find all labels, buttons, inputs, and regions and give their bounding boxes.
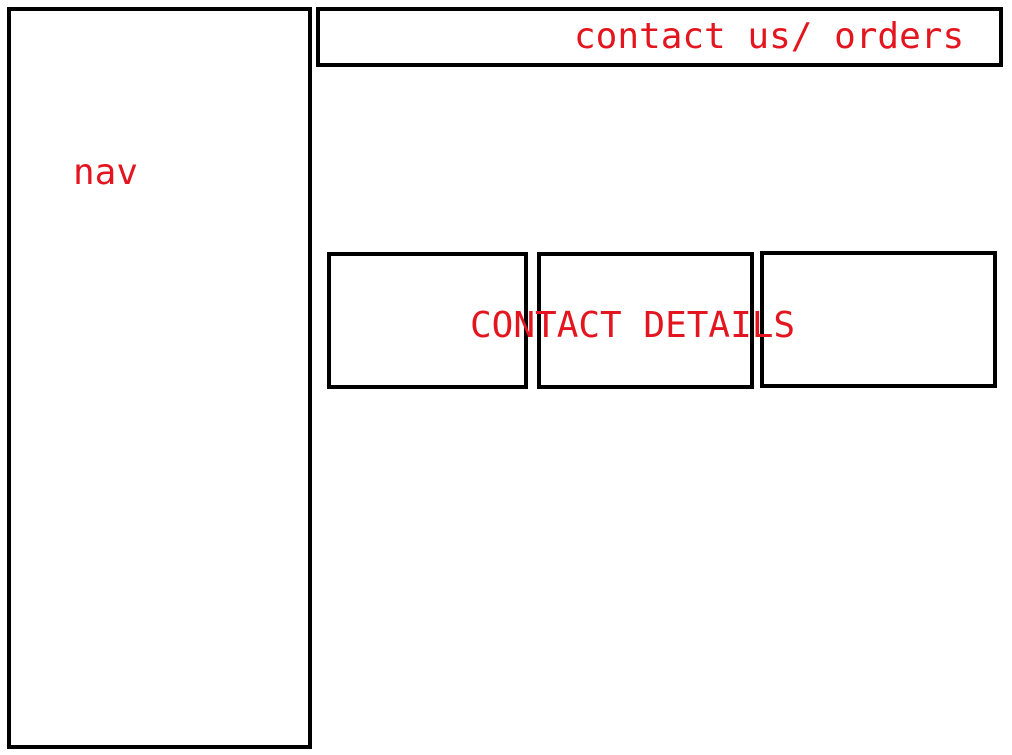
header-bar	[316, 7, 1003, 67]
contact-details-label: CONTACT DETAILS	[470, 305, 796, 346]
nav-sidebar	[7, 7, 312, 749]
header-label: contact us/ orders	[574, 16, 965, 57]
contact-card-1	[327, 252, 528, 389]
nav-label: nav	[73, 152, 139, 193]
contact-card-3	[760, 251, 997, 388]
contact-card-2	[537, 252, 754, 389]
